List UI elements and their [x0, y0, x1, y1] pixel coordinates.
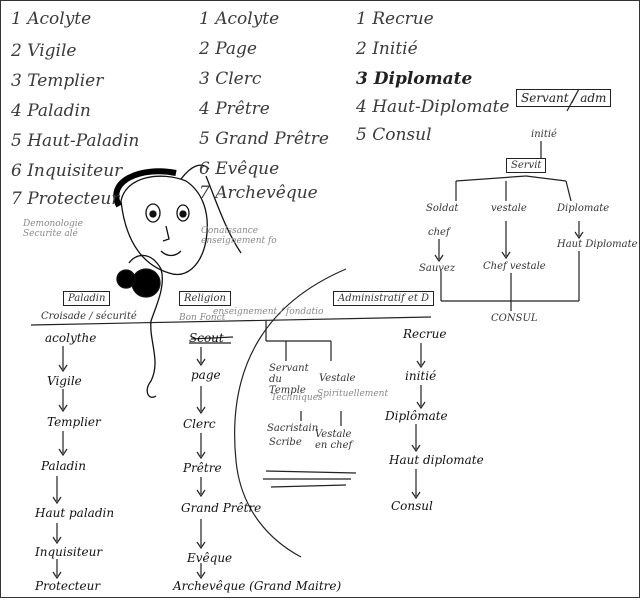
paladin-rank-1: acolythe: [45, 331, 97, 345]
mid-branch-left-item2: Scribe: [269, 437, 302, 448]
right-bottom: CONSUL: [491, 313, 538, 324]
col1-item-4: 4 Paladin: [11, 101, 91, 121]
admin-rank-5: Consul: [391, 499, 433, 513]
right-top-label: initié: [531, 129, 557, 140]
paladin-rank-3: Templier: [47, 415, 101, 429]
header-religion-sub2: enseignement / fondatio: [213, 307, 324, 317]
right-left-sub: chef: [428, 227, 450, 238]
admin-rank-4: Haut diplomate: [389, 453, 484, 467]
religion-rank-4: Prêtre: [183, 461, 222, 475]
paladin-rank-7: Protecteur: [35, 579, 101, 593]
religion-rank-1: Scout: [189, 331, 224, 345]
col2-item-4: 4 Prêtre: [199, 99, 270, 119]
religion-rank-5: Grand Prêtre: [181, 501, 262, 515]
face-sketch: [113, 164, 242, 398]
religion-rank-7: Archevêque (Grand Maitre): [173, 579, 342, 593]
right-level2-mid: Chef vestale: [483, 261, 546, 272]
mid-branch-left-item: Sacristain: [267, 423, 319, 434]
paladin-rank-4: Paladin: [41, 459, 86, 473]
col1-item-5: 5 Haut-Paladin: [11, 131, 140, 151]
admin-rank-1: Recrue: [403, 327, 447, 341]
servant-box: Servant / adm: [516, 89, 612, 107]
header-paladin-sub: Croisade / sécurité: [41, 311, 137, 322]
mid-branch-right: Vestale: [319, 373, 356, 384]
paladin-rank-5: Haut paladin: [35, 506, 115, 520]
col1-item-1: 1 Acolyte: [11, 9, 92, 29]
header-admin: Administratif et D: [333, 291, 435, 306]
admin-rank-3: Diplômate: [385, 409, 448, 423]
right-top-box: Servit: [506, 158, 547, 173]
paladin-rank-6: Inquisiteur: [35, 545, 103, 559]
col2-item-2: 2 Page: [199, 39, 257, 59]
right-branch-mid: vestale: [491, 203, 527, 214]
religion-rank-3: Clerc: [183, 417, 216, 431]
col3-item-1: 1 Recrue: [356, 9, 434, 29]
col2-item-3: 3 Clerc: [199, 69, 262, 89]
religion-rank-6: Evêque: [187, 551, 233, 565]
col1-item-2: 2 Vigile: [11, 41, 77, 61]
mid-branch-right-item: Vestale en chef: [315, 429, 353, 451]
side-note-left: Demonologie Securite alé: [23, 219, 83, 239]
col2-item-6: 6 Evêque: [199, 159, 280, 179]
right-level2-left: Sauvez: [419, 263, 456, 274]
col3-item-2: 2 Initié: [356, 39, 418, 59]
col3-item-5: 5 Consul: [356, 125, 432, 145]
col2-item-5: 5 Grand Prêtre: [199, 129, 329, 149]
col2-item-1: 1 Acolyte: [199, 9, 280, 29]
col1-item-7: 7 Protecteur: [11, 189, 120, 209]
mid-branch-right-sub: Spirituellement: [317, 389, 389, 399]
religion-rank-2: page: [191, 368, 221, 382]
col1-item-3: 3 Templier: [11, 71, 104, 91]
paladin-rank-2: Vigile: [47, 374, 82, 388]
col3-item-3: 3 Diplomate: [356, 69, 473, 89]
header-religion: Religion: [179, 291, 231, 306]
mid-branch-left-sub: Techniques: [271, 393, 323, 403]
admin-rank-2: initié: [405, 369, 437, 383]
mid-branch-left: Servant du Temple: [269, 363, 309, 396]
side-note-middle: Conaissance enseignement fo: [201, 226, 277, 246]
header-paladin: Paladin: [63, 291, 111, 306]
col1-item-6: 6 Inquisiteur: [11, 161, 123, 181]
right-level2-right: Haut Diplomate: [557, 239, 638, 250]
right-branch-right: Diplomate: [557, 203, 610, 214]
col3-item-4: 4 Haut-Diplomate: [356, 97, 510, 117]
col2-item-7: 7 Archevêque: [199, 183, 318, 203]
header-religion-sub: Bon Fonct: [179, 313, 226, 323]
right-branch-left: Soldat: [426, 203, 459, 214]
